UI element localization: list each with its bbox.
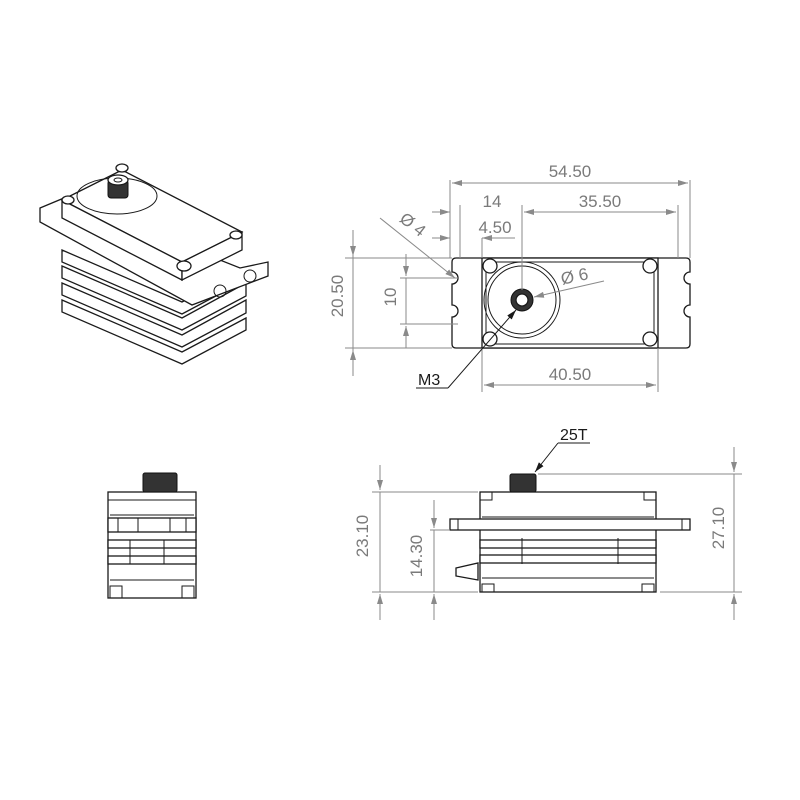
spline-icon — [509, 473, 537, 493]
screw-icon — [176, 260, 192, 272]
screw-icon — [115, 163, 129, 173]
callout-spline-teeth: 25T — [560, 427, 588, 444]
dim-hole-to-center: 14 — [483, 192, 502, 211]
dim-slot-diameter: Ø 4 — [396, 209, 429, 241]
side-view: 25T 23.10 14.30 27.10 — [353, 427, 742, 620]
screw-icon — [642, 331, 658, 347]
callout-screw-size: M3 — [418, 372, 440, 389]
dim-slot-spacing: 10 — [381, 288, 400, 307]
screw-icon — [61, 195, 75, 205]
dim-body-height: 23.10 — [353, 515, 372, 558]
dim-center-to-end: 35.50 — [579, 192, 622, 211]
screw-icon — [482, 258, 498, 274]
end-view — [107, 472, 197, 599]
isometric-view — [39, 163, 269, 365]
dim-overall-width: 20.50 — [328, 275, 347, 318]
dim-total-height: 27.10 — [709, 507, 728, 550]
screw-icon — [229, 230, 243, 240]
screw-icon — [642, 258, 658, 274]
dim-edge-to-slot: 4.50 — [478, 218, 511, 237]
top-view: 54.50 14 35.50 4.50 Ø 4 Ø 6 20.50 10 — [328, 162, 691, 392]
dim-body-length: 40.50 — [549, 365, 592, 384]
dim-overall-length: 54.50 — [549, 162, 592, 181]
dim-flange-height: 14.30 — [407, 535, 426, 578]
